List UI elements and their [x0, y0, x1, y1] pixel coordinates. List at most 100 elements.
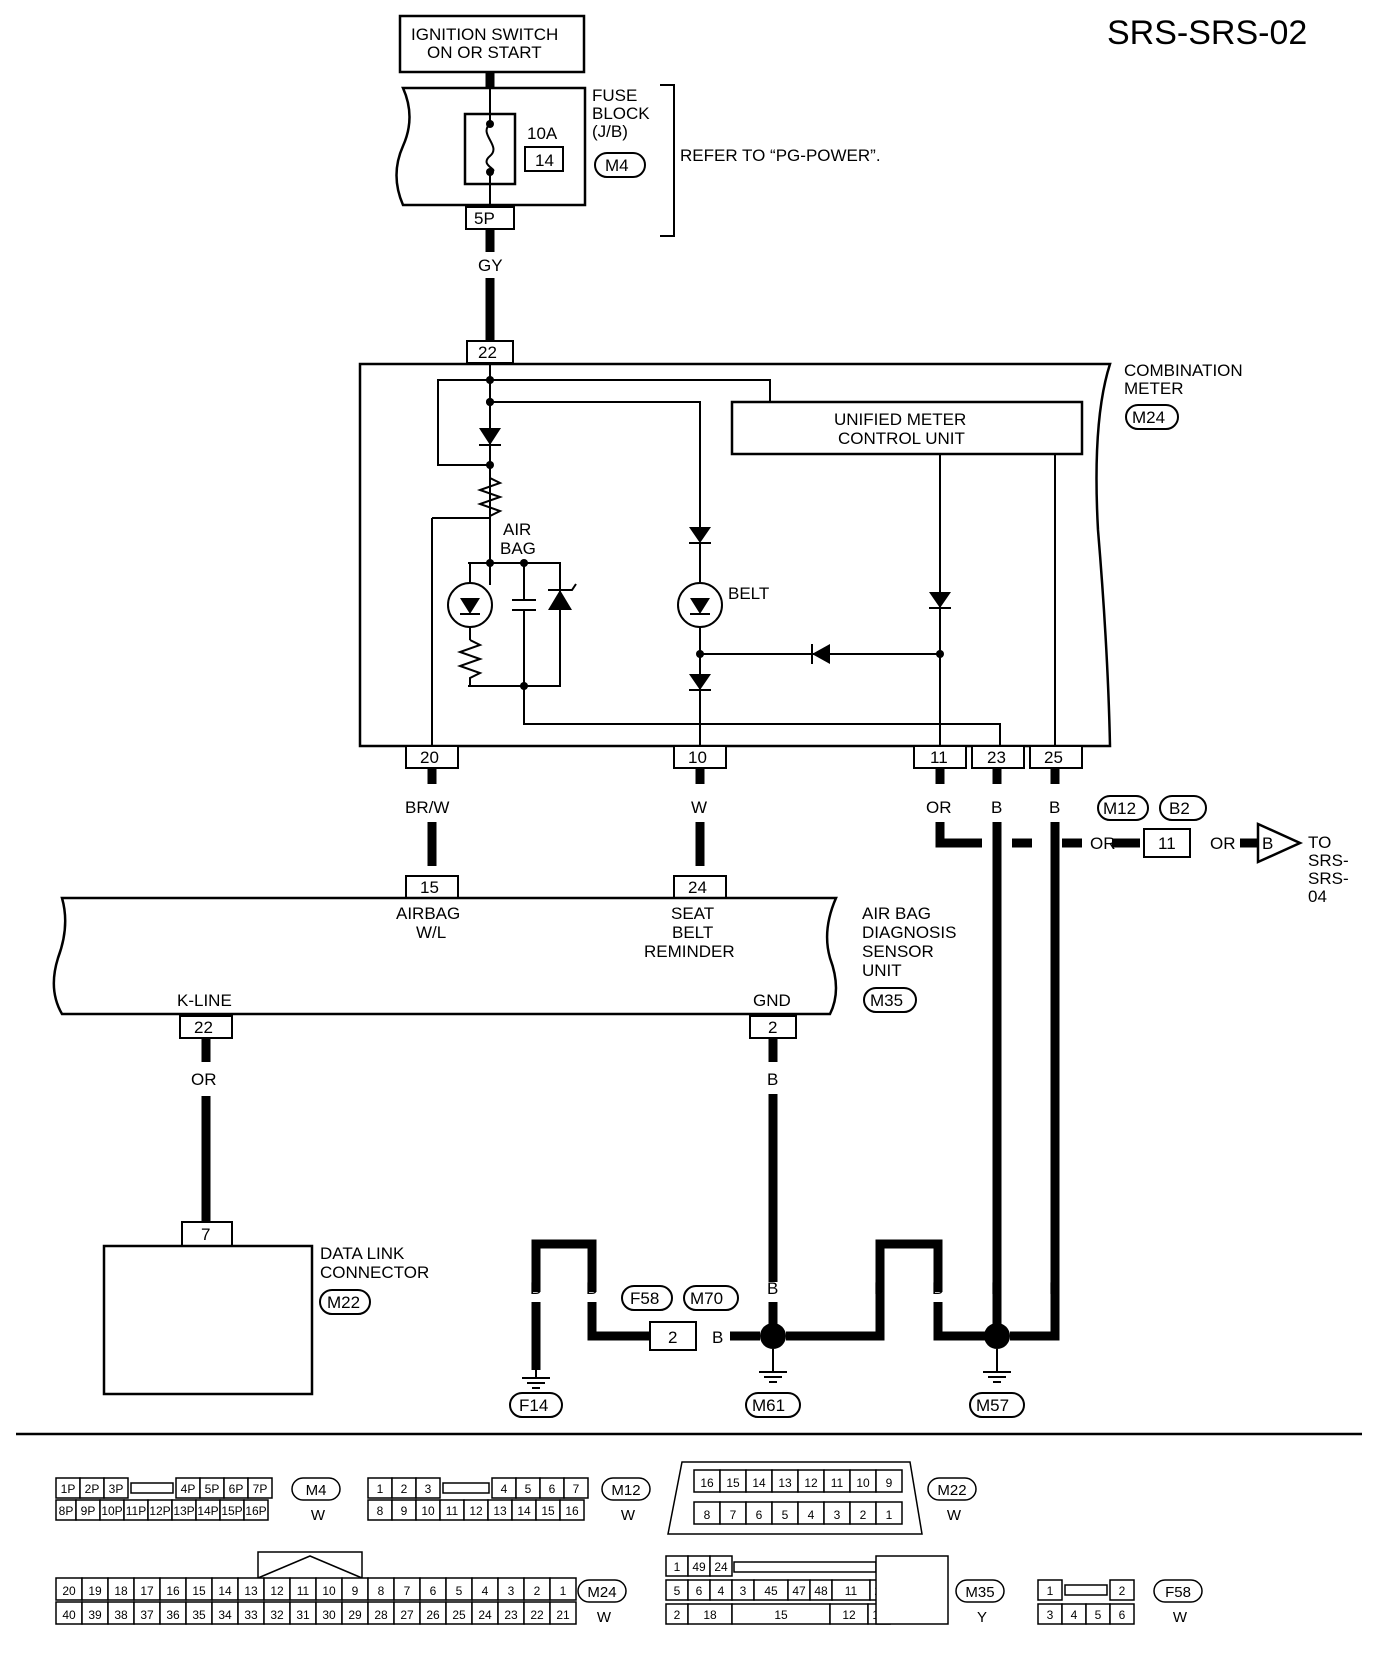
m24-pin: 23 [504, 1608, 518, 1622]
m22-pin: 14 [752, 1476, 766, 1490]
m12-pin: 11 [446, 1504, 459, 1518]
m35-pin: 4 [718, 1584, 725, 1598]
dlc-box [102, 1244, 314, 1396]
m4-pin: 1P [61, 1482, 76, 1496]
junction-conn-a: M12 [1103, 799, 1136, 818]
f58-pin: 2 [668, 1328, 677, 1347]
m12-pin: 12 [469, 1504, 483, 1518]
meter-pin-25: 25 [1044, 748, 1063, 767]
seat-line2: BELT [672, 923, 713, 942]
connview-f58-color: W [1173, 1609, 1188, 1626]
m22-pin: 11 [831, 1476, 844, 1490]
m12-pin: 6 [549, 1482, 556, 1496]
m4-pin: 5P [205, 1482, 220, 1496]
m24-pin: 40 [62, 1608, 76, 1622]
m35-cell [709, 1555, 733, 1577]
m24-pin: 15 [192, 1584, 206, 1598]
meter-label-line2: METER [1124, 379, 1184, 398]
ignition-switch-box [398, 14, 586, 74]
connview-f58-badge [1153, 1579, 1203, 1603]
m24-pin: 11 [297, 1584, 310, 1598]
f58-cell [1037, 1579, 1063, 1601]
m35-pin: 15 [774, 1608, 788, 1622]
m24-pin: 36 [166, 1608, 180, 1622]
f58-pin: 6 [1119, 1608, 1126, 1622]
m22-pin: 15 [726, 1476, 740, 1490]
m4-pin: 8P [59, 1504, 74, 1518]
connview-m4-color: W [311, 1507, 326, 1524]
connview-m22-badge [927, 1477, 977, 1501]
m4-pin: 13P [173, 1504, 194, 1518]
wire-b-23: B [991, 798, 1002, 817]
connview-m12-color: W [621, 1507, 636, 1524]
junction-conn-b: B2 [1169, 799, 1190, 818]
m24-pin: 20 [62, 1584, 76, 1598]
m4-pin: 7P [253, 1482, 268, 1496]
m24-pin: 27 [400, 1608, 414, 1622]
wire-brw: BR/W [405, 798, 449, 817]
f58-pin: 2 [1119, 1584, 1126, 1598]
wire-b-f58-out: B [712, 1328, 723, 1347]
m24-pin: 13 [244, 1584, 258, 1598]
m24-pin: 7 [404, 1584, 411, 1598]
wire-b-m61: B [767, 1279, 778, 1298]
m24-pin: 6 [430, 1584, 437, 1598]
connview-m24-badge [577, 1579, 627, 1603]
ground-node-m57 [984, 1323, 1010, 1349]
f58-slot [1064, 1584, 1108, 1596]
m12-pin: 3 [425, 1482, 432, 1496]
m24-pin: 25 [452, 1608, 466, 1622]
unit-pin-gnd: 2 [768, 1018, 777, 1037]
connview-m22-id: M22 [937, 1482, 966, 1499]
ground-m70: M70 [690, 1289, 723, 1308]
m4-cell [243, 1499, 269, 1521]
m24-pin: 29 [348, 1608, 362, 1622]
m35-outline-right [875, 1555, 949, 1625]
wire-or-junction-right: OR [1210, 834, 1236, 853]
m4-pin: 4P [181, 1482, 196, 1496]
f58-pin: 3 [1047, 1608, 1054, 1622]
dlc-line1: DATA LINK [320, 1244, 405, 1263]
connview-m12-id: M12 [611, 1482, 640, 1499]
m22-pin: 6 [756, 1508, 763, 1522]
m22-pin: 10 [856, 1476, 870, 1490]
m4-pin: 16P [245, 1504, 266, 1518]
connview-m24-color: W [597, 1609, 612, 1626]
unified-meter-box [730, 400, 1084, 456]
meter-diode-unified [929, 592, 951, 608]
m12-cell [415, 1477, 441, 1499]
wire-b-f14: B [530, 1279, 541, 1298]
m4-pin: 2P [85, 1482, 100, 1496]
m22-pin: 8 [704, 1508, 711, 1522]
f58-cell [1109, 1579, 1135, 1601]
f58-pin: 1 [1047, 1584, 1054, 1598]
m24-pin: 14 [218, 1584, 232, 1598]
m24-pin: 8 [378, 1584, 385, 1598]
zener-diode [548, 590, 572, 610]
airbag-unit-box [52, 896, 838, 1016]
m35-pin: 49 [692, 1560, 706, 1574]
fuse-block-line2: BLOCK [592, 104, 650, 123]
m22-pin: 3 [834, 1508, 841, 1522]
m24-pin: 24 [478, 1608, 492, 1622]
meter-resistor-1 [476, 477, 504, 517]
meter-connector: M24 [1132, 408, 1165, 427]
meter-pin-23: 23 [987, 748, 1006, 767]
m24-cell [549, 1601, 577, 1625]
ground-f58: F58 [630, 1289, 659, 1308]
seat-line3: REMINDER [644, 942, 735, 961]
ground-node-m61 [760, 1323, 786, 1349]
m12-pin: 10 [421, 1504, 435, 1518]
m24-pin: 38 [114, 1608, 128, 1622]
junction-arrow-label: B [1262, 834, 1273, 853]
m22-pin: 2 [860, 1508, 867, 1522]
airbag-line2: BAG [500, 539, 536, 558]
belt-label: BELT [728, 584, 769, 603]
fuse-block-line1: FUSE [592, 86, 637, 105]
m22-pin: 4 [808, 1508, 815, 1522]
m12-pin: 16 [565, 1504, 579, 1518]
m12-pin: 5 [525, 1482, 532, 1496]
m24-pin: 30 [322, 1608, 336, 1622]
f58-pin: 5 [1095, 1608, 1102, 1622]
